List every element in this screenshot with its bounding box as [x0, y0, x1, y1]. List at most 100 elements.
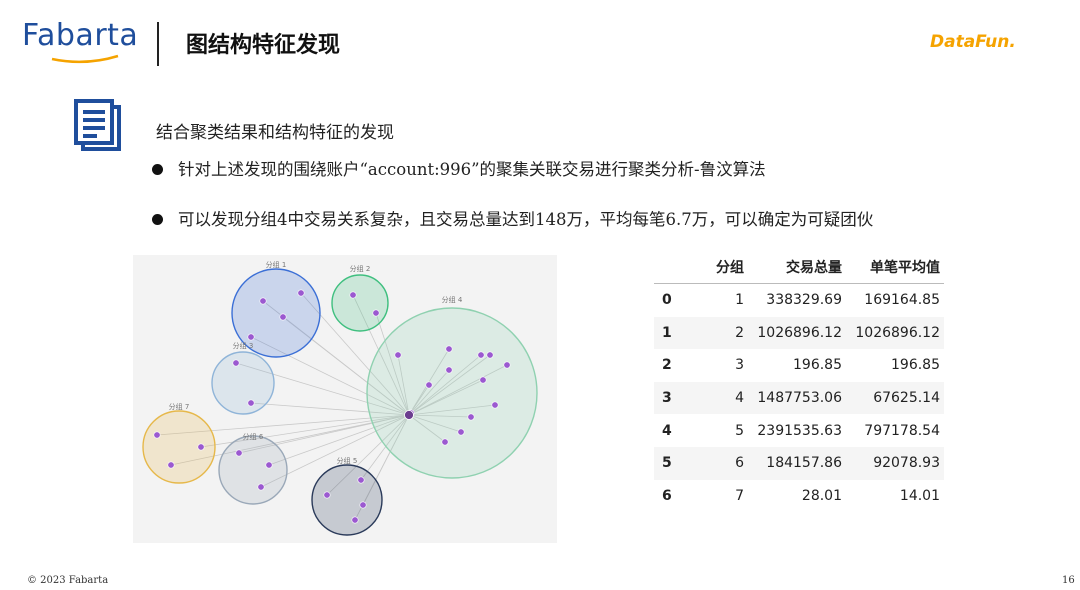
- table-cell: 1026896.12: [748, 316, 846, 350]
- cluster-graph-svg: 分组 1 分组 2 分组 3 分组 4 分组 5 分组 6 分组 7: [142, 260, 538, 536]
- graph-node: [372, 309, 380, 317]
- table-cell: 184157.86: [748, 446, 846, 480]
- table-cell: 797178.54: [864, 422, 940, 439]
- graph-node: [477, 351, 485, 359]
- graph-node: [486, 351, 494, 359]
- graph-edge: [408, 414, 472, 418]
- graph-edge: [170, 414, 410, 466]
- table-header-row: 分组 交易总量 单笔平均值: [654, 251, 944, 284]
- copyright: © 2023 Fabarta: [27, 575, 109, 586]
- graph-edge: [156, 414, 410, 436]
- cluster-label: 分组 5: [337, 456, 358, 465]
- graph-node: [247, 333, 255, 341]
- cluster-label: 分组 4: [442, 295, 463, 304]
- table-header: 单笔平均值: [846, 251, 944, 284]
- table-cell: 7: [735, 487, 744, 504]
- graph-edge: [408, 354, 482, 416]
- graph-node: [297, 289, 305, 297]
- cluster-circle: [218, 435, 288, 505]
- table-header: 分组: [690, 251, 748, 284]
- graph-edge: [352, 294, 410, 416]
- table-header: [654, 251, 690, 284]
- cluster-label: 分组 1: [266, 260, 287, 269]
- graph-edge: [235, 362, 410, 416]
- graph-edge: [375, 312, 410, 416]
- cluster-circle: [231, 268, 321, 358]
- bullet-text: 针对上述发现的围绕账户“account:996”的聚集关联交易进行聚类分析-鲁汶…: [178, 160, 766, 179]
- table-cell: 1487753.06: [748, 381, 846, 415]
- graph-edge: [260, 414, 410, 488]
- graph-node: [394, 351, 402, 359]
- graph-node: [235, 449, 243, 457]
- graph-edge: [408, 354, 491, 416]
- graph-node: [491, 401, 499, 409]
- graph-node: [257, 483, 265, 491]
- table-cell: 6: [690, 446, 748, 480]
- cluster-label: 分组 7: [169, 402, 190, 411]
- document-icon: [74, 99, 121, 151]
- datafun-logo: DataFun.: [930, 32, 1016, 52]
- table-cell: 4: [662, 422, 672, 439]
- logo-swoosh-icon: [51, 54, 119, 64]
- cluster-circle: [211, 351, 275, 415]
- hub-node: [404, 410, 414, 420]
- graph-node: [359, 501, 367, 509]
- table-header: 交易总量: [748, 251, 846, 284]
- table-cell: 3: [654, 381, 690, 415]
- graph-node: [457, 428, 465, 436]
- graph-node: [247, 399, 255, 407]
- table-cell: 196.85: [793, 357, 842, 374]
- table-cell: 5: [735, 422, 744, 439]
- cluster-circle: [311, 464, 383, 536]
- graph-node: [153, 431, 161, 439]
- graph-node: [357, 476, 365, 484]
- table-cell: 92078.93: [846, 446, 944, 480]
- cluster-circle: [331, 274, 389, 332]
- table-cell: 338329.69: [766, 292, 842, 309]
- table-cell: 0: [662, 292, 672, 309]
- cluster-label: 分组 3: [233, 341, 254, 350]
- page-number: 16: [1062, 575, 1075, 586]
- graph-edge: [408, 369, 450, 416]
- graph-node: [167, 461, 175, 469]
- graph-edge: [408, 379, 484, 416]
- graph-node: [479, 376, 487, 384]
- bullet-dot: [152, 214, 163, 225]
- bullet-text: 可以发现分组4中交易关系复杂，且交易总量达到148万，平均每笔6.7万，可以确定…: [178, 210, 874, 229]
- graph-node: [445, 366, 453, 374]
- graph-edge: [326, 414, 410, 496]
- cluster-circle: [366, 307, 538, 479]
- graph-edge: [250, 402, 410, 416]
- graph-edge: [397, 354, 410, 416]
- table-cell: 14.01: [899, 487, 940, 504]
- cluster-label: 分组 6: [243, 432, 264, 441]
- graph-node: [259, 297, 267, 305]
- graph-edge: [300, 292, 410, 416]
- table-cell: 2391535.63: [757, 422, 842, 439]
- table-cell: 1026896.12: [846, 316, 944, 350]
- graph-node: [279, 313, 287, 321]
- graph-node: [265, 461, 273, 469]
- table-cell: 169164.85: [864, 292, 940, 309]
- graph-node: [232, 359, 240, 367]
- section-subtitle: 结合聚类结果和结构特征的发现: [156, 123, 394, 143]
- graph-edge: [408, 404, 496, 416]
- graph-edge: [200, 414, 410, 448]
- graph-edge: [408, 364, 508, 416]
- bullet-item-1: 针对上述发现的围绕账户“account:996”的聚集关联交易进行聚类分析-鲁汶…: [152, 157, 882, 182]
- cluster-circle: [142, 410, 216, 484]
- fabarta-logo: Fabarta: [22, 18, 139, 53]
- cluster-graph: 分组 1 分组 2 分组 3 分组 4 分组 5 分组 6 分组 7: [133, 255, 557, 543]
- table-cell: 67625.14: [846, 381, 944, 415]
- table-cell: 28.01: [801, 487, 842, 504]
- graph-node: [351, 516, 359, 524]
- cluster-label: 分组 2: [350, 264, 371, 273]
- graph-node: [441, 438, 449, 446]
